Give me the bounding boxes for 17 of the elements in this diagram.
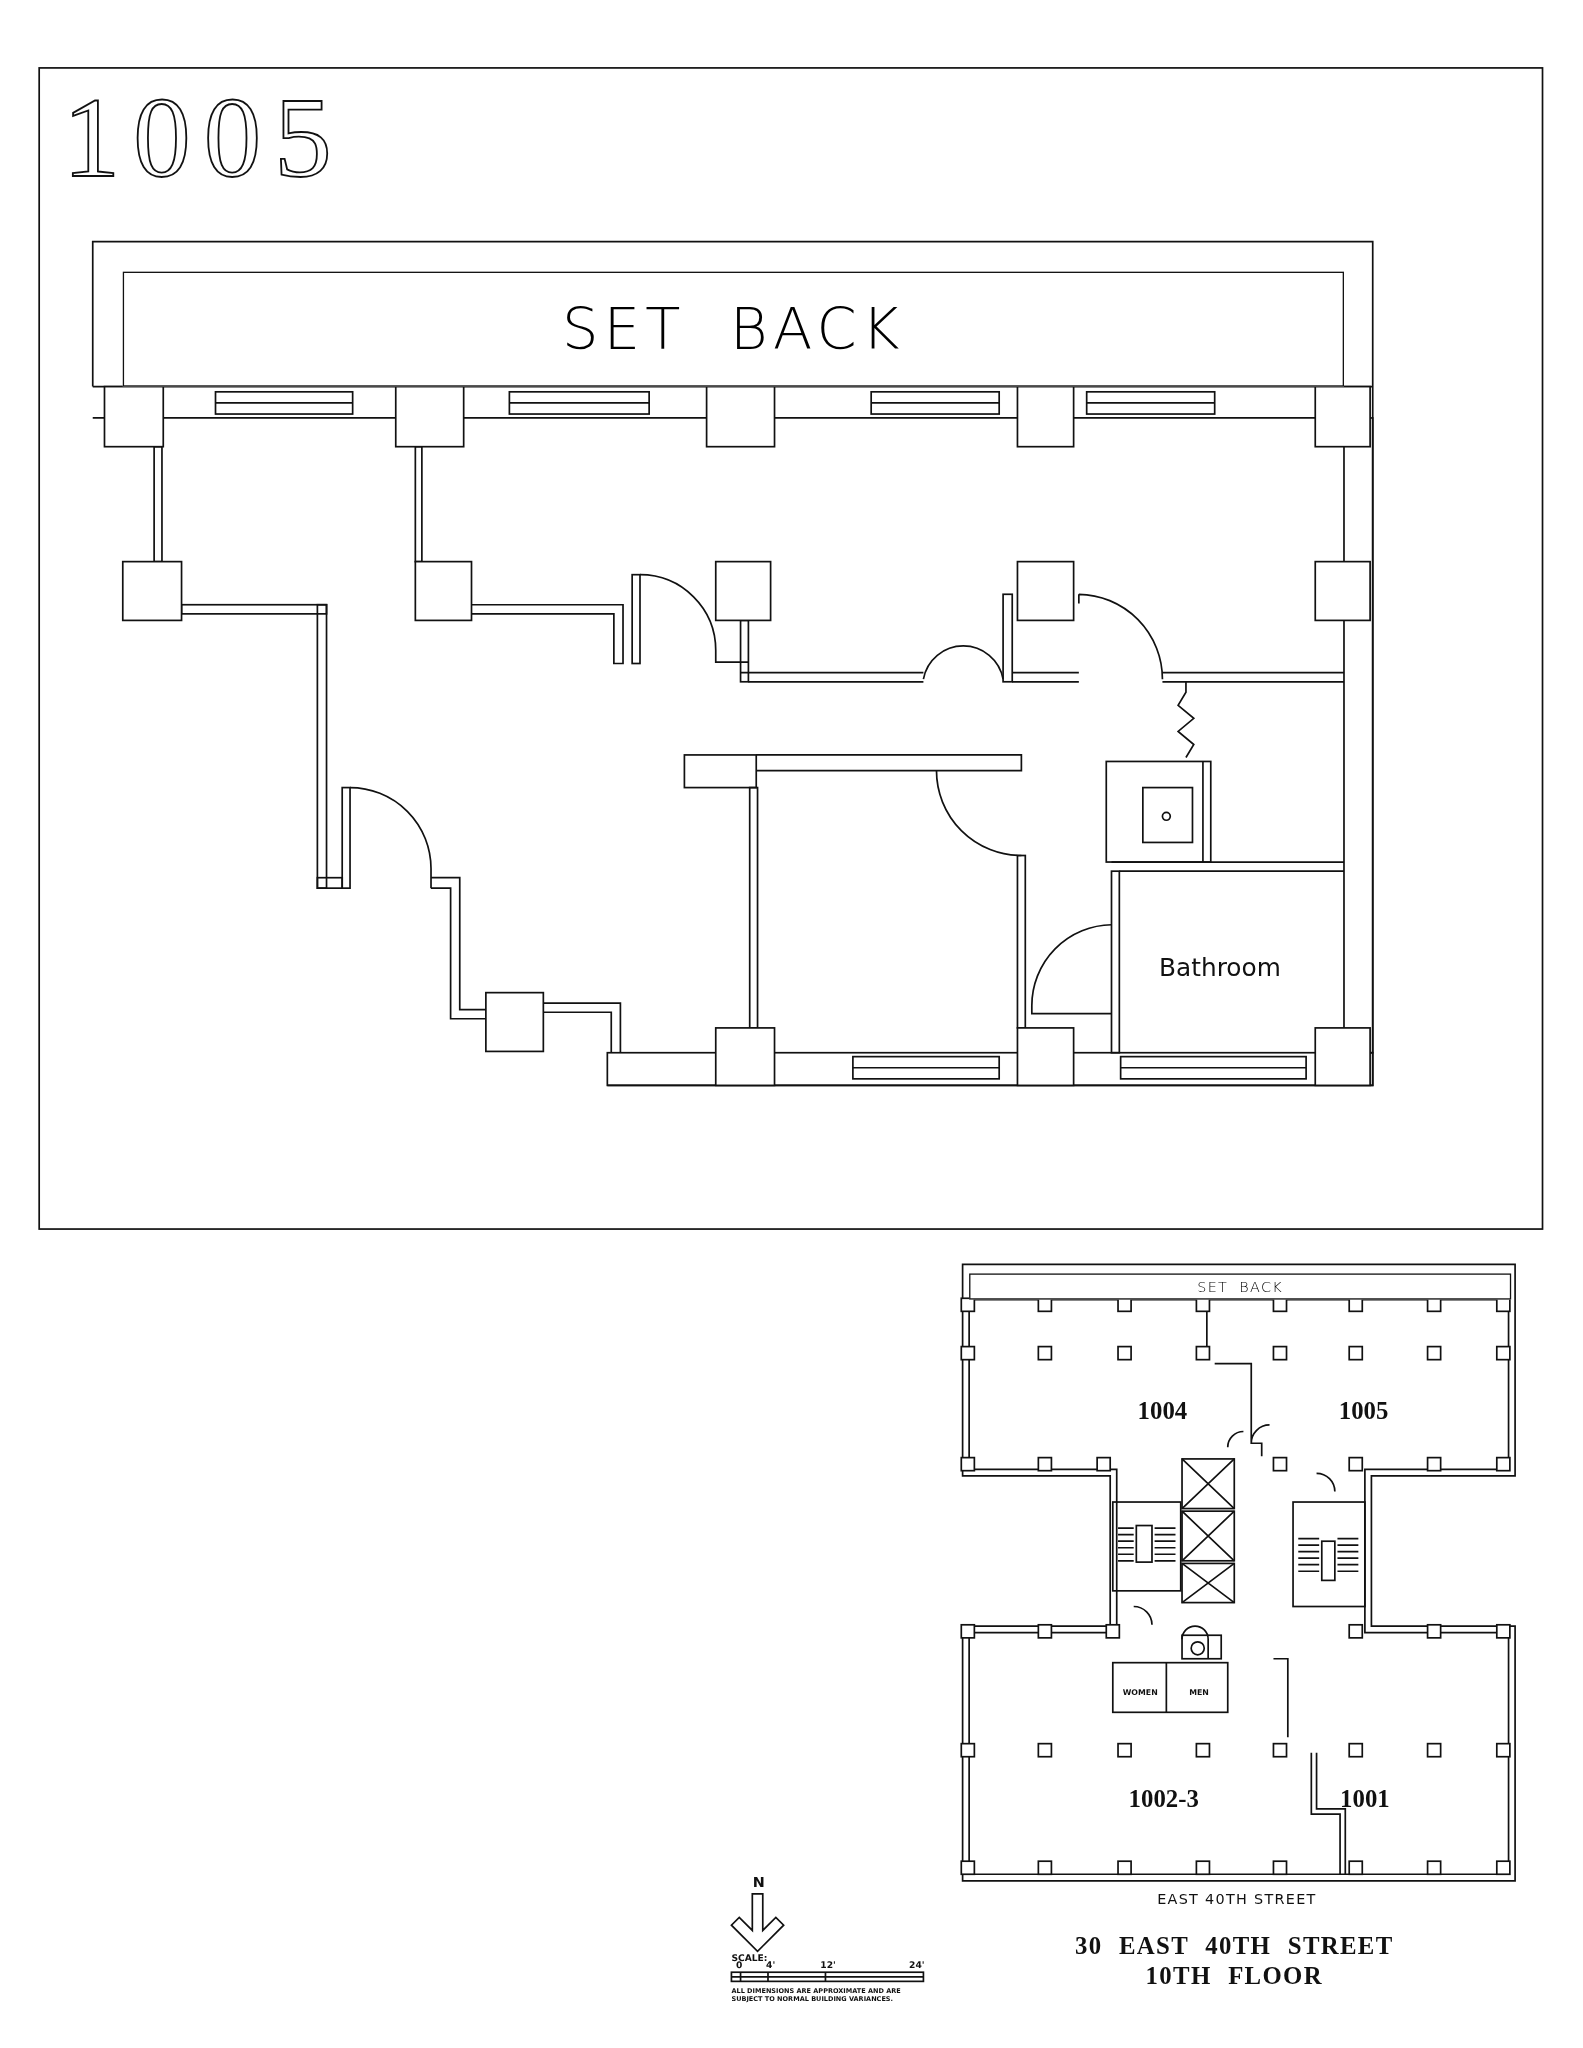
setback-label: SET BACK <box>1197 1279 1283 1294</box>
room-label: 1001 <box>1340 1786 1390 1811</box>
unit-number-title: 1005 <box>62 81 345 196</box>
room-label: 1005 <box>1338 1398 1389 1423</box>
setback-label: SET BACK <box>562 300 905 358</box>
street-label: EAST 40TH STREET <box>1157 1891 1317 1907</box>
north-label: N <box>752 1874 765 1890</box>
room-label: Bathroom <box>1158 955 1281 981</box>
scale-tick-label: 4' <box>766 1961 776 1971</box>
room-label: 1004 <box>1137 1398 1188 1423</box>
building-caption: 30 EAST 40TH STREET 10TH FLOOR <box>1073 1930 1395 1991</box>
scale-tick-label: 12' <box>820 1961 836 1971</box>
scale-tick-label: 24' <box>909 1961 925 1971</box>
setback-band <box>122 271 1344 387</box>
room-label: 1002-3 <box>1128 1786 1199 1811</box>
scale-tick-label: 0 <box>736 1961 743 1971</box>
setback-band <box>969 1273 1512 1300</box>
